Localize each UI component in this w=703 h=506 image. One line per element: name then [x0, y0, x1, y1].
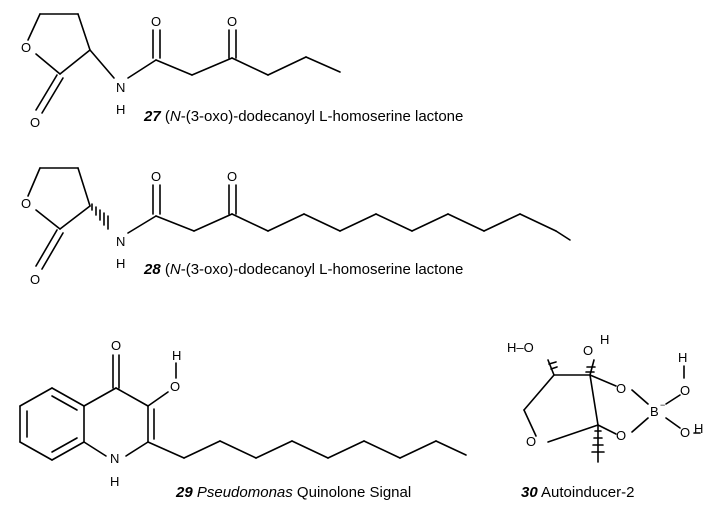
caption-28: 28 (N-(3-oxo)-dodecanoyl L-homoserine la…: [144, 261, 463, 278]
pyridinone-ring-29: [83, 387, 155, 457]
compound-29-structure: O H O N H: [19, 338, 467, 489]
caption-name-29: Quinolone Signal: [292, 484, 412, 501]
hydroxyl-hydrogen-29: H: [172, 348, 181, 363]
hydroxyl-label-30: H–O: [507, 340, 534, 355]
caption-name-27: -(3-oxo)-dodecanoyl L-homoserine lactone: [180, 108, 464, 125]
ring-nitrogen-29: N: [110, 451, 119, 466]
ring-hydrogen-29: H: [110, 474, 119, 489]
boron-hydroxyl-hydrogen-top-30: H: [678, 350, 687, 365]
ring-oxygen-27: O: [21, 40, 31, 55]
carbonyl-oxygen-29: O: [111, 338, 121, 353]
caption-italic-29: Pseudomonas: [192, 484, 293, 501]
benzene-ring-29: [19, 387, 85, 461]
caption-italic-28: N: [169, 261, 181, 278]
amide-oxygen-28: O: [151, 169, 161, 184]
amide-nitrogen-28: N: [116, 234, 125, 249]
lactone-carbonyl-28: [35, 229, 64, 270]
heptyl-chain-29: [147, 440, 467, 459]
compound-27-structure: O O O O N H: [21, 13, 341, 130]
caption-pre-27: (: [160, 108, 170, 125]
amide-nitrogen-27: N: [116, 80, 125, 95]
compound-number-28: 28: [144, 261, 161, 278]
caption-name-28: -(3-oxo)-dodecanoyl L-homoserine lactone: [180, 261, 464, 278]
caption-pre-28: (: [160, 261, 170, 278]
carbonyl-oxygen-28: O: [30, 272, 40, 287]
boron-hydroxyl-oxygen-bottom-30: O: [680, 425, 690, 440]
carbonyl-oxygen-27: O: [30, 115, 40, 130]
compound-number-29: 29: [176, 484, 193, 501]
lactone-ring-27: [27, 13, 91, 75]
caption-30: 30 Autoinducer-2: [521, 484, 634, 501]
compound-number-30: 30: [521, 484, 538, 501]
hydroxyl-oxygen-30: O: [583, 343, 593, 358]
lactone-carbonyl-27: [35, 74, 64, 114]
ring-oxygen-28: O: [21, 196, 31, 211]
borate-ring-30: [589, 374, 649, 435]
hydroxyl-bond-29: [147, 362, 177, 407]
boron-hydroxyl-oxygen-top-30: O: [680, 383, 690, 398]
hydroxyl-oxygen-29: O: [170, 379, 180, 394]
stereo-bonds-30: [547, 359, 605, 463]
lactone-ring-28: [27, 167, 91, 230]
caption-27: 27 (N-(3-oxo)-dodecanoyl L-homoserine la…: [144, 108, 463, 125]
boron-atom-30: B: [650, 404, 659, 419]
caption-name-30: Autoinducer-2: [537, 484, 635, 501]
amide-hydrogen-27: H: [116, 102, 125, 117]
compound-30-structure: H–O O H O O O B − H O O H: [507, 332, 703, 463]
amide-hydrogen-28: H: [116, 256, 125, 271]
keto-oxygen-28: O: [227, 169, 237, 184]
compound-28-structure: O O O O N H: [21, 167, 571, 287]
stereo-hash-bond-28: [91, 203, 109, 230]
amide-chain-28: [127, 184, 571, 241]
amide-chain-27: [89, 29, 341, 79]
boron-hydroxyl-hydrogen-bottom-30: H: [694, 421, 703, 436]
carbonyl-29: [112, 354, 120, 389]
keto-oxygen-27: O: [227, 14, 237, 29]
furanose-ring-30: [523, 374, 599, 443]
amide-oxygen-27: O: [151, 14, 161, 29]
caption-29: 29 Pseudomonas Quinolone Signal: [176, 484, 411, 501]
hydroxyl-hydrogen-30: H: [600, 332, 609, 347]
compound-number-27: 27: [144, 108, 161, 125]
boron-hydroxyls-30: [665, 365, 701, 434]
borate-oxygen-top-30: O: [616, 381, 626, 396]
caption-italic-27: N: [169, 108, 181, 125]
ring-oxygen-30: O: [526, 434, 536, 449]
boron-charge-30: −: [660, 400, 665, 410]
borate-oxygen-bottom-30: O: [616, 428, 626, 443]
